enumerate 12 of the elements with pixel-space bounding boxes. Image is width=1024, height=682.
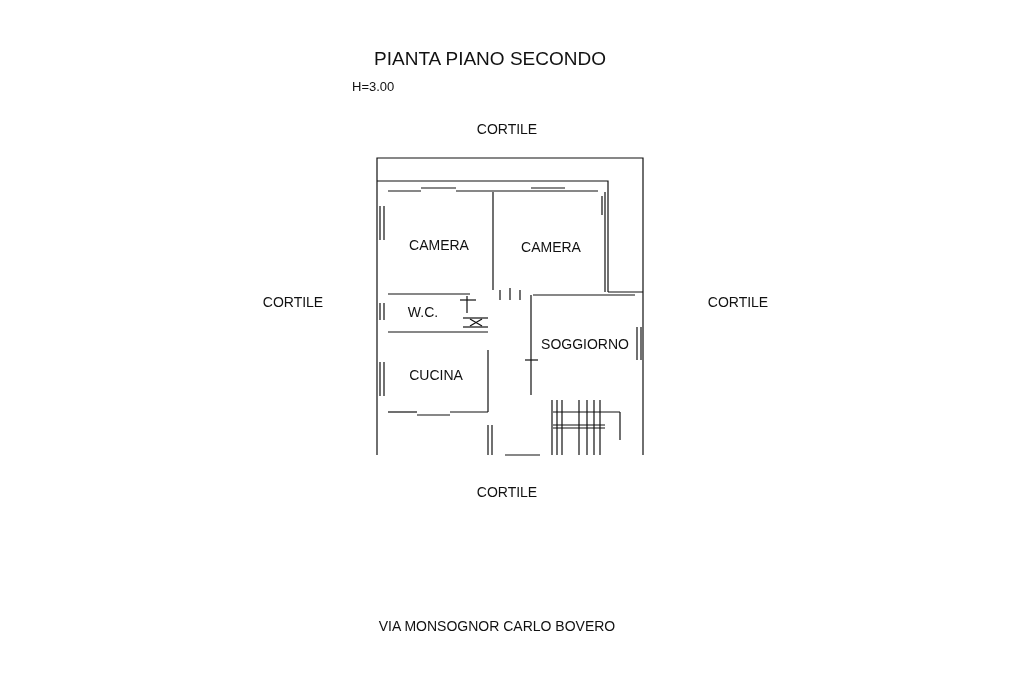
courtyard-label: CORTILE [707, 295, 769, 310]
room-label: CAMERA [520, 240, 582, 255]
courtyard-label: CORTILE [262, 295, 324, 310]
courtyard-label: CORTILE [476, 485, 538, 500]
plan-title: PIANTA PIANO SECONDO [374, 48, 606, 68]
height-note: H=3.00 [352, 79, 395, 93]
room-label: SOGGIORNO [540, 337, 630, 352]
room-label: W.C. [406, 305, 440, 320]
room-label: CUCINA [408, 368, 464, 383]
street-name: VIA MONSOGNOR CARLO BOVERO [378, 619, 616, 634]
courtyard-label: CORTILE [476, 122, 538, 137]
room-label: CAMERA [408, 238, 470, 253]
